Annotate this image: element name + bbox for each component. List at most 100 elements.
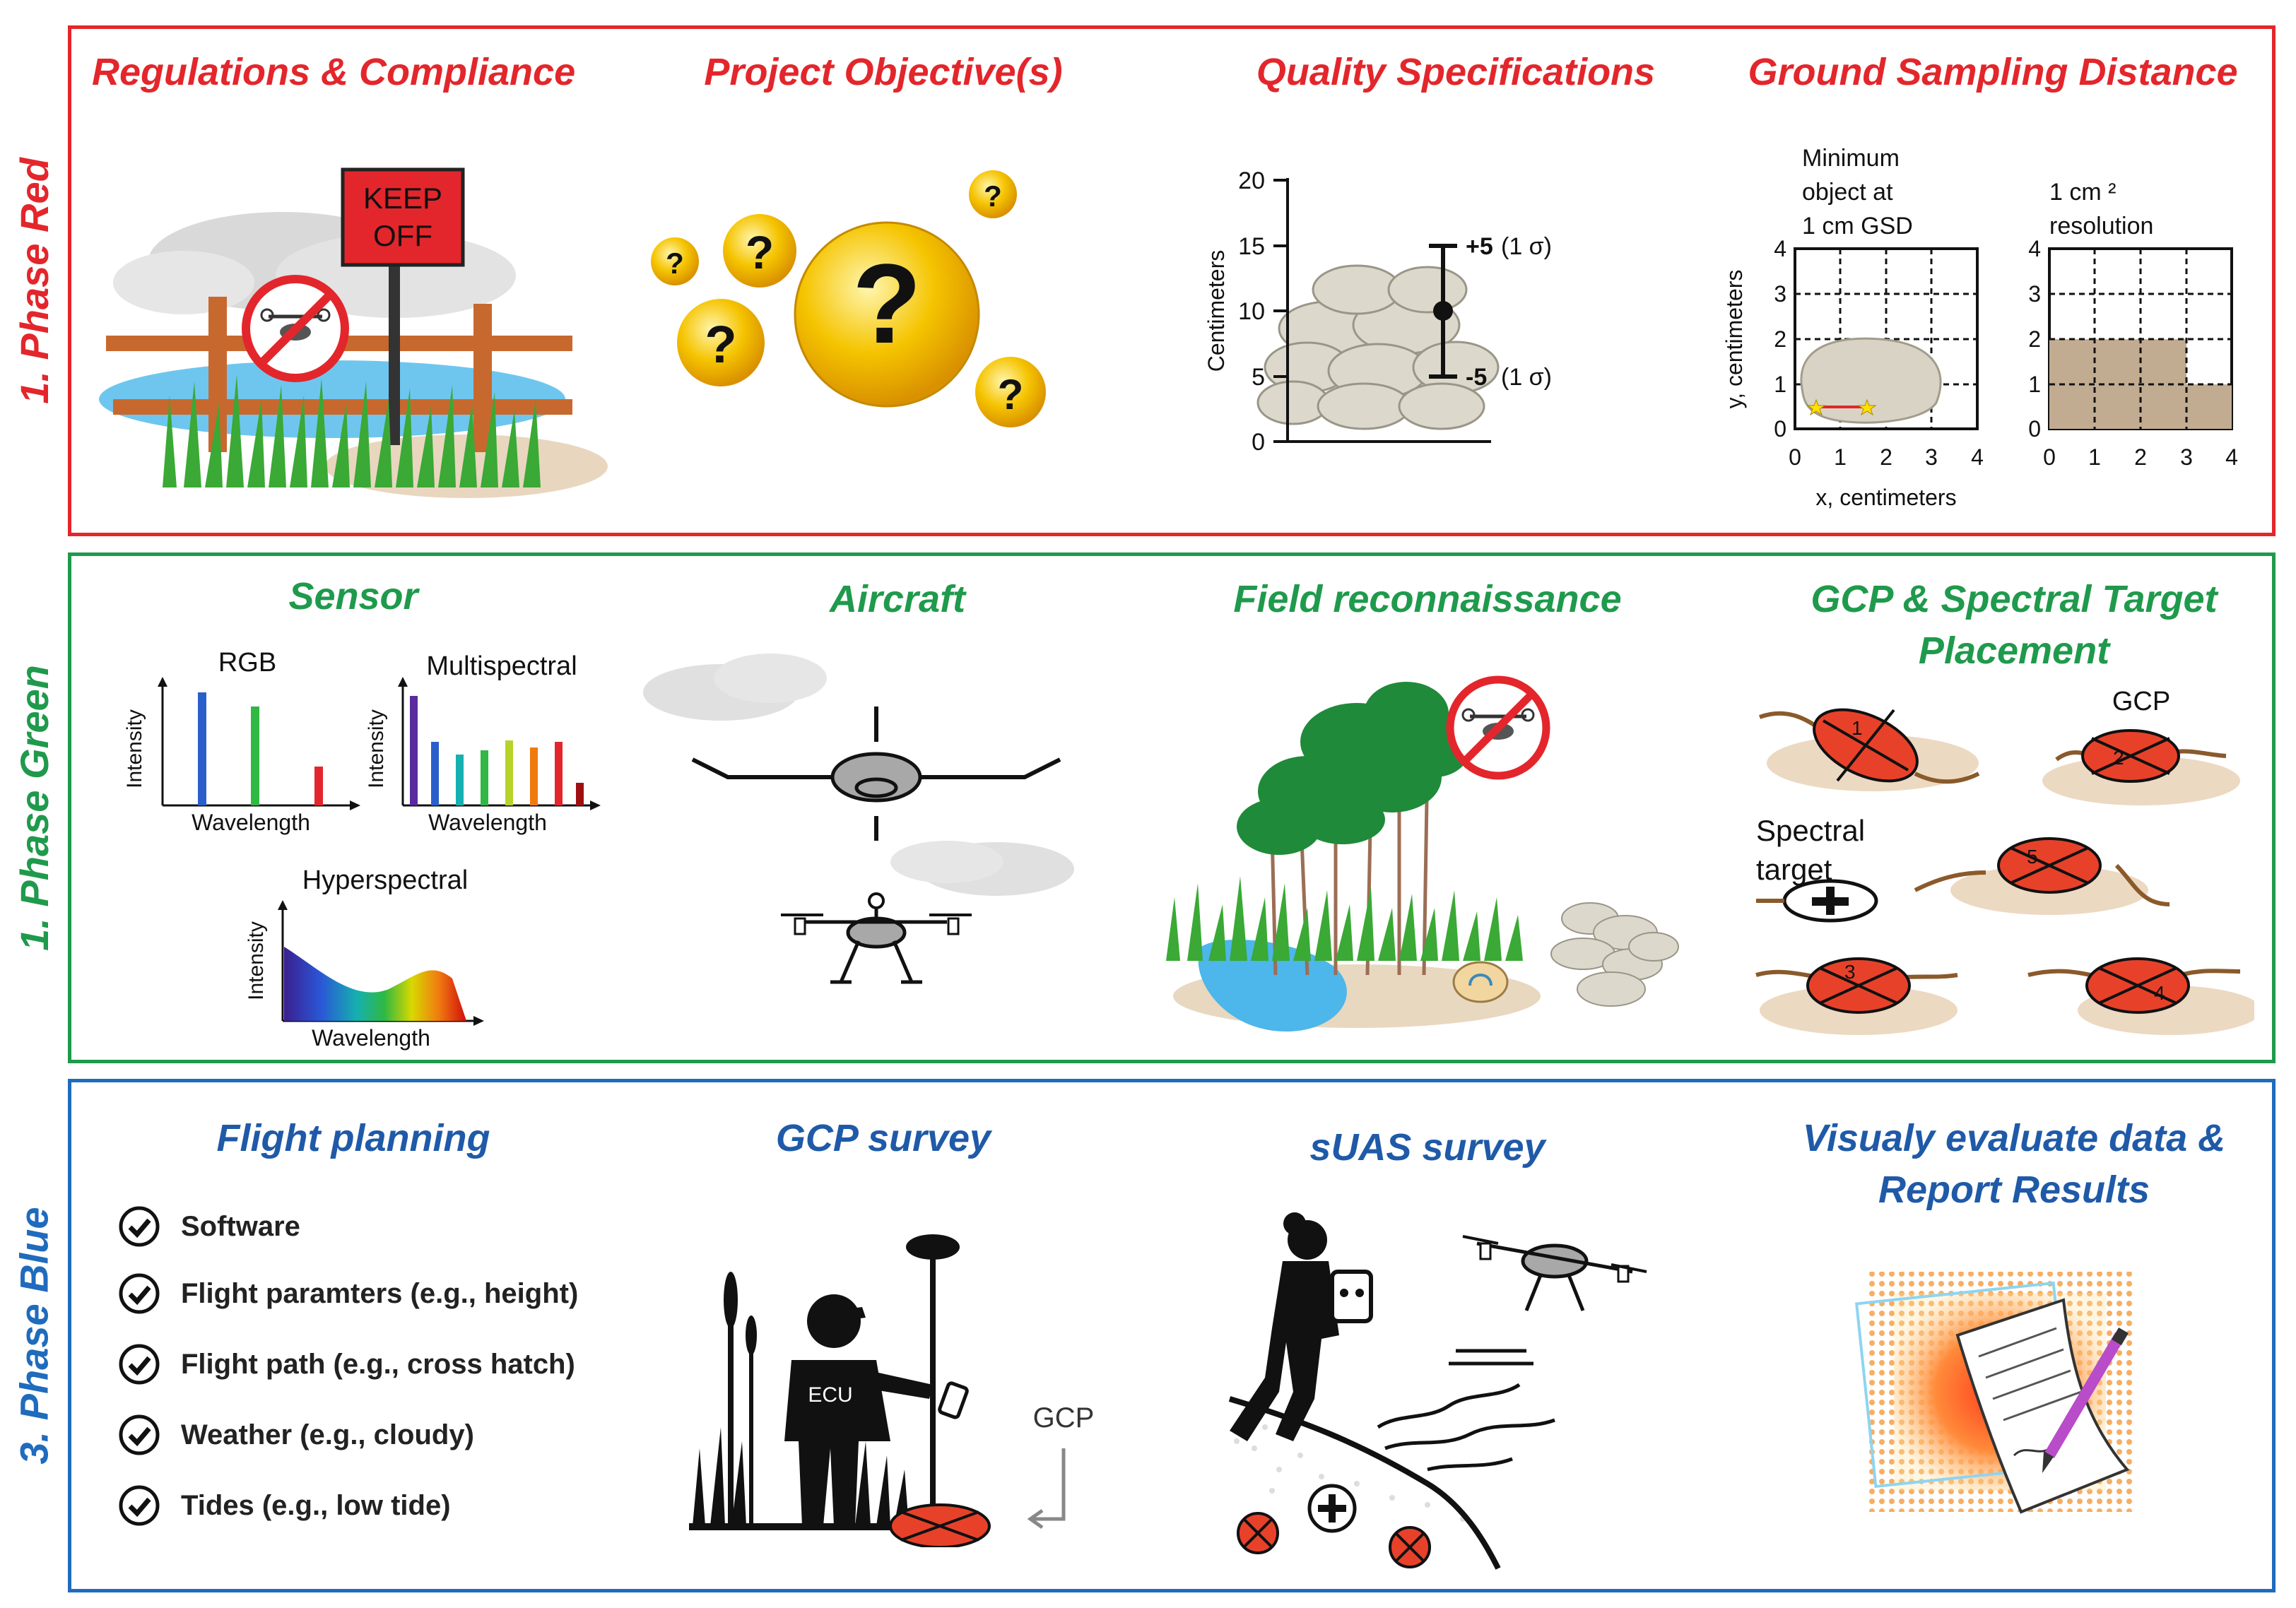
question-icon: ? <box>969 170 1017 218</box>
tree-canopy <box>1237 682 1470 855</box>
phase-green-label: 1. Phase Green <box>11 665 57 951</box>
gcp-placement-illustration: GCP Spectral target 1 2 5 3 4 <box>1755 687 2254 1035</box>
rock-pile-icon <box>1256 264 1500 430</box>
title-regulations: Regulations & Compliance <box>92 51 576 93</box>
question-icon-large: ? <box>794 221 980 408</box>
title-evaluate-2: Report Results <box>1878 1169 2150 1211</box>
hyperspectral-label: Hyperspectral <box>302 865 468 895</box>
svg-text:3: 3 <box>1774 281 1786 307</box>
svg-text:Wavelength: Wavelength <box>312 1025 430 1051</box>
no-drone-icon <box>242 275 349 382</box>
title-gcp-survey: GCP survey <box>775 1117 991 1159</box>
sign-post <box>389 261 400 445</box>
gcp-marker: 5 <box>1997 837 2102 894</box>
grass-icon <box>693 1272 909 1526</box>
rgb-blue-bar <box>198 692 206 805</box>
dot-ground <box>1234 1410 1466 1522</box>
title-sensor: Sensor <box>288 575 418 617</box>
check-circle-icon <box>119 1344 160 1385</box>
sign-line1: KEEP <box>363 182 442 215</box>
gcp-pointer-label: GCP <box>1033 1402 1095 1433</box>
suas-survey-illustration <box>1228 1212 1647 1570</box>
checklist-item: Flight paramters (e.g., height) <box>117 1272 578 1316</box>
document-icon <box>1955 1298 2130 1514</box>
multispectral-label: Multispectral <box>426 651 577 681</box>
svg-text:Wavelength: Wavelength <box>192 810 310 835</box>
spectral-target-icon <box>1756 879 1878 923</box>
svg-text:resolution: resolution <box>2049 213 2153 240</box>
gnss-rover-icon <box>906 1234 969 1519</box>
title-quality-specifications: Quality Specifications <box>1256 51 1656 93</box>
gsd-grids: Minimum object at 1 cm GSD 1 cm ² resolu… <box>1721 145 2238 510</box>
svg-text:1: 1 <box>1834 444 1847 470</box>
gcp-label: GCP <box>2112 687 2170 716</box>
report-illustration <box>1854 1272 2134 1514</box>
gsd-caption: Minimum <box>1802 145 1900 172</box>
fixed-wing-drone-icon <box>691 707 1061 841</box>
rgb-red-bar <box>314 767 323 805</box>
question-icon: ? <box>651 237 699 285</box>
svg-text:3: 3 <box>1844 961 1856 983</box>
sigma-label: (1 σ) <box>1501 233 1552 260</box>
svg-text:3: 3 <box>1925 444 1938 470</box>
ecu-label: ECU <box>808 1383 852 1407</box>
svg-text:1: 1 <box>2028 372 2041 397</box>
svg-text:0: 0 <box>2028 416 2041 442</box>
svg-text:2: 2 <box>1880 444 1892 470</box>
check-circle-icon <box>119 1485 160 1526</box>
water-icon <box>1198 940 1347 1031</box>
check-circle-icon <box>119 1206 160 1247</box>
arrow-icon <box>1032 1448 1066 1521</box>
checklist-item: Software <box>117 1205 300 1248</box>
question-icon: ? <box>677 299 765 386</box>
rock-pile-icon <box>1550 902 1679 1007</box>
svg-text:0: 0 <box>1789 444 1801 470</box>
keep-off-sign <box>341 167 465 267</box>
regulations-illustration: KEEP OFF <box>99 167 608 498</box>
quadcopter-icon <box>1462 1235 1647 1311</box>
svg-text:Intensity: Intensity <box>123 709 146 788</box>
title-ground-sampling-distance: Ground Sampling Distance <box>1748 51 2238 93</box>
svg-text:?: ? <box>998 371 1024 418</box>
svg-text:4: 4 <box>1774 236 1786 261</box>
sensor-spectra: RGB Intensity Wavelength Multispectral I… <box>123 648 601 1051</box>
checklist-item: Flight path (e.g., cross hatch) <box>117 1342 575 1386</box>
svg-text:1: 1 <box>2088 444 2101 470</box>
check-circle-icon <box>119 1414 160 1455</box>
svg-text:?: ? <box>705 315 736 374</box>
svg-text:1: 1 <box>1851 717 1863 739</box>
spectral-target-label: Spectral <box>1756 814 1865 847</box>
svg-text:3: 3 <box>2180 444 2193 470</box>
sign-line2: OFF <box>373 219 432 252</box>
mean-point <box>1433 301 1453 321</box>
question-bubbles: ? ? ? ? ? ? <box>651 170 1046 427</box>
field-reconnaissance-illustration <box>1166 675 1679 1031</box>
gcp-marker: 3 <box>1806 957 1911 1014</box>
svg-text:2: 2 <box>2113 747 2124 769</box>
surveyor-icon <box>784 1294 933 1526</box>
svg-text:4: 4 <box>2154 982 2165 1004</box>
star-icon <box>1857 398 1877 416</box>
svg-text:?: ? <box>984 179 1002 213</box>
svg-text:4: 4 <box>2225 444 2238 470</box>
title-project-objectives: Project Objective(s) <box>704 51 1063 93</box>
svg-text:Intensity: Intensity <box>365 709 388 788</box>
svg-text:5: 5 <box>2027 846 2038 868</box>
grass-icon <box>1166 876 1523 961</box>
svg-text:2: 2 <box>2134 444 2147 470</box>
gcp-marker <box>1237 1512 1279 1554</box>
gsd-x-label: x, centimeters <box>1815 485 1956 510</box>
plus-label: +5 <box>1466 233 1493 260</box>
title-field-reconnaissance: Field reconnaissance <box>1233 578 1622 620</box>
phase-blue-label: 3. Phase Blue <box>11 1207 57 1465</box>
svg-text:?: ? <box>666 247 684 280</box>
y-tick: 5 <box>1252 364 1265 391</box>
svg-text:1 cm GSD: 1 cm GSD <box>1802 213 1913 240</box>
svg-text:Wavelength: Wavelength <box>428 810 547 835</box>
title-gcp-spectral-2: Placement <box>1918 629 2110 672</box>
question-icon: ? <box>723 214 796 288</box>
svg-text:0: 0 <box>2043 444 2056 470</box>
svg-text:Intensity: Intensity <box>245 921 268 1000</box>
gcp-marker: 4 <box>2085 957 2190 1014</box>
pen-icon <box>2042 1327 2129 1473</box>
